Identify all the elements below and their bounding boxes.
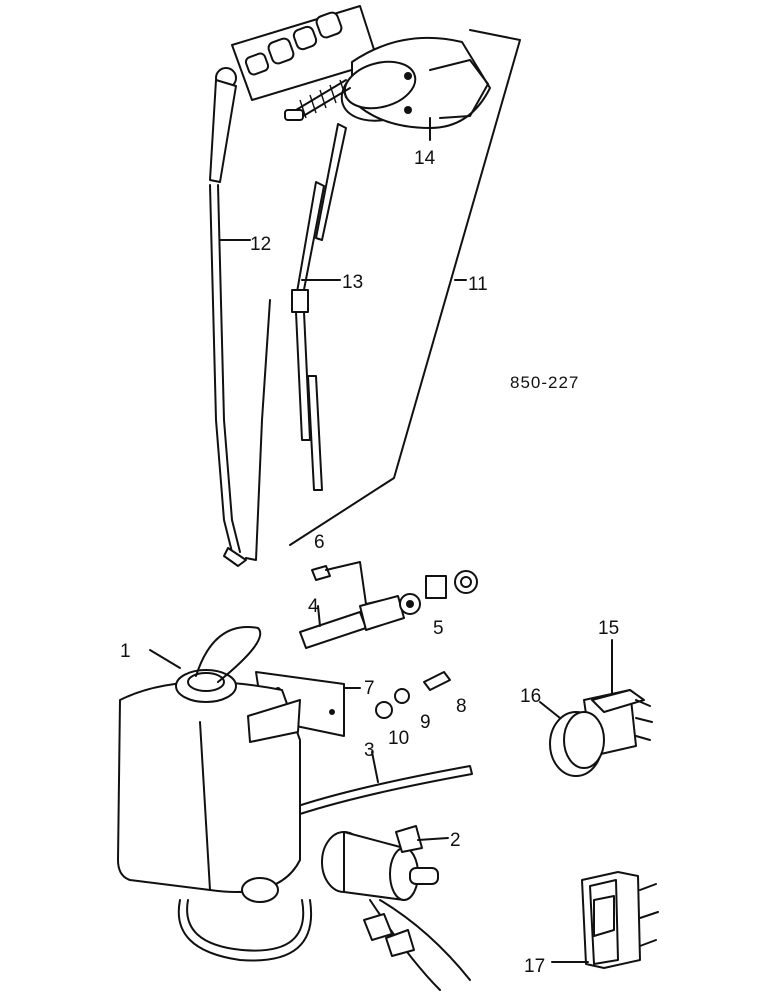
callout-11: 11	[468, 274, 488, 295]
motor-gearbox	[429, 59, 489, 119]
switch-terminals	[635, 699, 653, 741]
wiper-motor	[284, 36, 491, 141]
bolt-8	[423, 671, 451, 691]
kit-11-line-left	[245, 299, 271, 561]
callout-14: 14	[414, 148, 436, 169]
motor-screw	[404, 72, 412, 80]
pump-nozzle	[409, 867, 439, 885]
leader-3	[371, 751, 379, 783]
wiper-blade	[291, 123, 347, 491]
kit-11-line-right	[289, 29, 521, 546]
washer-9	[394, 688, 410, 704]
callout-9: 9	[420, 712, 431, 733]
pump-wire-1	[379, 899, 471, 981]
nut-washer-set	[231, 5, 379, 101]
leader-4	[317, 605, 321, 627]
rocker-switch	[551, 871, 659, 969]
pump-outlet	[241, 877, 279, 903]
blade-lower-frame	[295, 311, 311, 441]
nut-3	[292, 25, 318, 51]
shaft-thread	[299, 79, 347, 119]
leader-6	[325, 561, 395, 605]
callout-13: 13	[342, 272, 363, 293]
switch-body-4	[299, 611, 367, 649]
rocker-button	[593, 895, 615, 937]
callout-4: 4	[308, 596, 319, 617]
arm-rod	[209, 184, 233, 553]
motor-screw	[404, 106, 412, 114]
figure-code: 850-227	[510, 373, 579, 392]
blade-clip	[291, 289, 309, 313]
callout-10: 10	[388, 728, 409, 749]
connector-1	[363, 913, 393, 941]
rotary-switch	[539, 639, 653, 777]
hose-3	[297, 765, 473, 815]
washer-hole	[406, 600, 414, 608]
callout-5: 5	[433, 618, 444, 639]
blade-upper-segment	[315, 123, 347, 241]
arm-tip	[223, 547, 247, 567]
reservoir-mount	[247, 699, 301, 743]
callout-17: 17	[524, 956, 545, 977]
clip-5	[425, 575, 447, 599]
blade-rubber	[307, 375, 323, 491]
callout-6: 6	[314, 532, 325, 553]
leader-1	[149, 649, 181, 669]
cap-strap	[195, 626, 262, 683]
rocker-terminals	[639, 883, 659, 947]
screw-6	[311, 565, 331, 581]
nut-10	[375, 701, 393, 719]
kit-11-outline	[245, 29, 521, 561]
nut-4	[315, 11, 343, 39]
leader-2	[417, 837, 449, 841]
pump-inlet	[395, 825, 423, 853]
callout-12: 12	[250, 234, 271, 255]
connector-2	[385, 929, 415, 957]
callout-7: 7	[364, 678, 375, 699]
reservoir-hose-inner	[186, 899, 305, 952]
knob-face	[563, 711, 605, 769]
bracket-hole	[329, 709, 335, 715]
arm-rod-edge	[217, 184, 241, 553]
callout-1: 1	[120, 641, 131, 662]
leader-16	[539, 701, 561, 719]
callout-3: 3	[364, 740, 375, 761]
nut-2	[267, 37, 295, 65]
blade-frame	[295, 181, 325, 301]
washer-pump	[321, 825, 471, 991]
callout-2: 2	[450, 830, 461, 851]
switch-housing-top	[591, 689, 645, 713]
nut-5-hole	[460, 576, 472, 588]
shaft-tip	[284, 109, 304, 121]
filler-cap-top	[187, 672, 225, 692]
callout-15: 15	[598, 618, 619, 639]
reservoir-edge	[199, 721, 211, 891]
switch-assembly	[299, 561, 478, 649]
wiper-arm	[209, 67, 251, 567]
arm-head	[209, 79, 237, 183]
washer-reservoir	[117, 626, 313, 962]
reservoir-hose	[177, 899, 313, 962]
callout-16: 16	[520, 686, 541, 707]
nut-1	[244, 52, 270, 76]
switch-shaft-4	[359, 595, 405, 631]
callout-8: 8	[456, 696, 467, 717]
